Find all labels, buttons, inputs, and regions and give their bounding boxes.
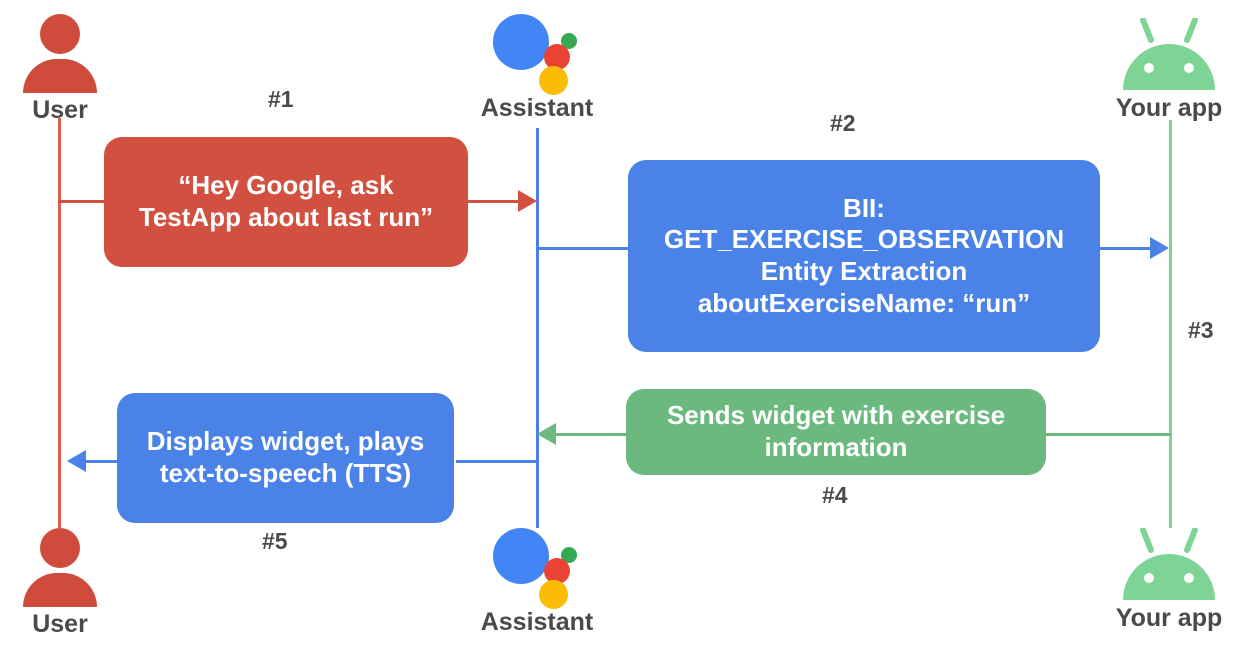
message-box-1: “Hey Google, ask TestApp about last run” (104, 137, 468, 267)
arrow-head-2 (1150, 237, 1169, 259)
connector-user-to-box1 (58, 200, 110, 203)
arrow-line-5 (86, 460, 122, 463)
actor-label-assistant-bottom: Assistant (480, 608, 594, 636)
assistant-yellow-dot (539, 580, 568, 609)
actor-label-user-top: User (32, 96, 88, 124)
assistant-blue-dot (493, 528, 549, 584)
message-box-2-line-1: BII: (843, 192, 885, 223)
arrow-head-4 (537, 423, 556, 445)
actor-label-your-app-bottom: Your app (1115, 604, 1223, 632)
actor-your-app-top: Your app (1094, 18, 1244, 121)
arrow-line-1 (466, 200, 522, 203)
message-box-5-line-2: text-to-speech (TTS) (159, 458, 412, 488)
message-box-5-line-1: Displays widget, plays (146, 426, 425, 457)
message-box-2-line-2: GET_EXERCISE_OBSERVATION (663, 224, 1065, 255)
google-assistant-icon (489, 524, 585, 609)
assistant-blue-dot (493, 14, 549, 70)
assistant-green-dot (561, 33, 577, 49)
message-box-2-line-3: Entity Extraction (760, 256, 968, 286)
message-box-4: Sends widget with exercise information (626, 389, 1046, 475)
step-label-5: #5 (262, 528, 288, 554)
step-label-2: #2 (830, 110, 856, 136)
arrow-head-5 (67, 450, 86, 472)
message-box-1-line-2: TestApp about last run” (138, 202, 434, 232)
lifeline-your-app (1169, 120, 1172, 528)
message-box-5: Displays widget, plays text-to-speech (T… (117, 393, 454, 523)
user-head-shape (40, 528, 80, 568)
message-box-2: BII: GET_EXERCISE_OBSERVATION Entity Ext… (628, 160, 1100, 352)
user-body-shape (23, 59, 97, 93)
actor-label-your-app-top: Your app (1115, 94, 1223, 122)
actor-label-user-bottom: User (32, 610, 88, 638)
assistant-red-dot (544, 44, 570, 70)
step-label-1: #1 (268, 86, 294, 112)
android-robot-icon (1123, 528, 1215, 600)
user-body-shape (23, 573, 97, 607)
message-box-2-line-4: aboutExerciseName: “run” (697, 287, 1031, 318)
user-icon (21, 528, 99, 607)
connector-assistant-to-box5 (456, 460, 538, 463)
message-box-4-line-2: information (764, 432, 908, 462)
message-box-4-line-1: Sends widget with exercise (666, 400, 1006, 431)
step-label-3: #3 (1188, 317, 1214, 343)
android-robot-icon (1123, 18, 1215, 90)
google-assistant-icon (489, 10, 585, 95)
actor-assistant-bottom: Assistant (462, 524, 612, 635)
connector-app-to-box4 (1044, 433, 1171, 436)
message-box-1-line-1: “Hey Google, ask (178, 170, 394, 201)
actor-your-app-bottom: Your app (1094, 528, 1244, 631)
lifeline-assistant (536, 128, 539, 528)
user-head-shape (40, 14, 80, 54)
lifeline-user (58, 118, 61, 528)
arrow-line-4 (556, 433, 630, 436)
connector-assistant-to-box2 (536, 247, 636, 250)
actor-assistant-top: Assistant (462, 10, 612, 121)
user-icon (21, 14, 99, 93)
assistant-red-dot (544, 558, 570, 584)
assistant-green-dot (561, 547, 577, 563)
actor-user-bottom: User (0, 528, 135, 637)
assistant-yellow-dot (539, 66, 568, 95)
arrow-head-1 (518, 190, 537, 212)
arrow-line-2 (1098, 247, 1156, 250)
actor-label-assistant-top: Assistant (480, 94, 594, 122)
actor-user-top: User (0, 14, 135, 123)
step-label-4: #4 (822, 482, 848, 508)
